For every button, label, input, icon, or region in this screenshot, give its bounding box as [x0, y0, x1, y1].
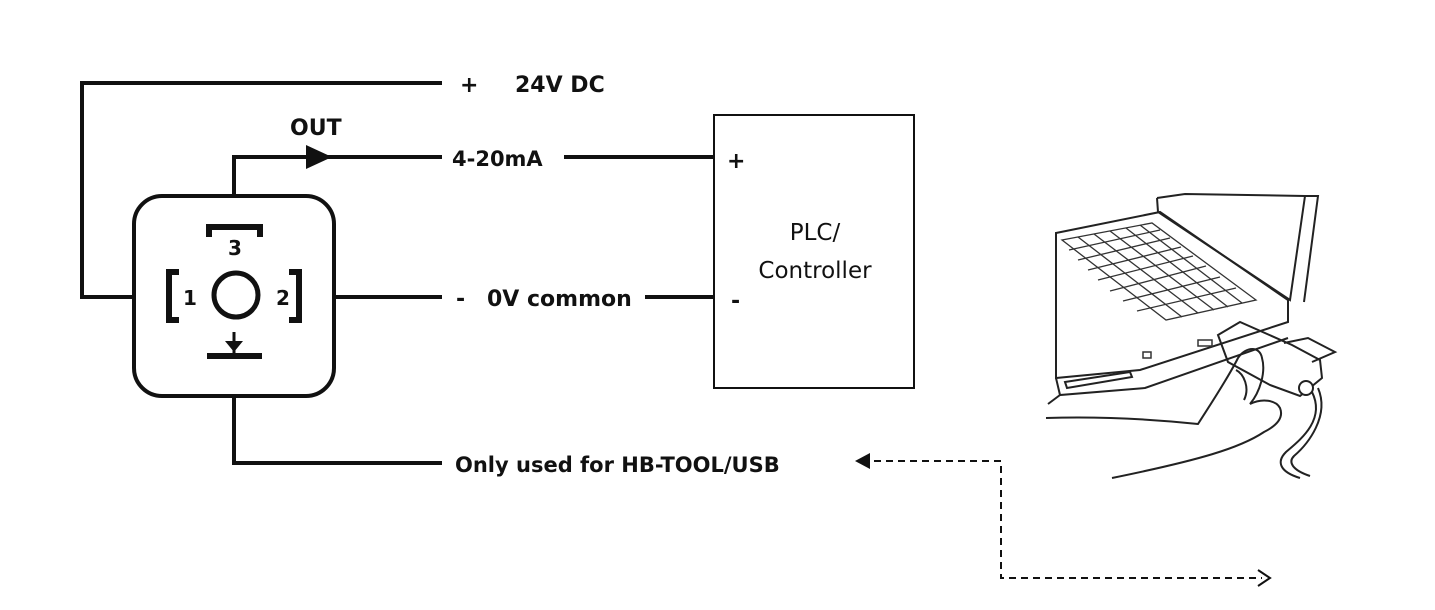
connector: 3 1 2 [132, 194, 336, 398]
center-pin [211, 270, 261, 320]
plc-label-line2: Controller [758, 258, 872, 284]
dashed-arrow-left-icon [855, 453, 870, 469]
bottom-pin-arrow-icon [225, 341, 243, 352]
supply-label: 24V DC [515, 73, 605, 98]
plc-rect [713, 114, 915, 389]
usb-plug-icon [1216, 320, 1338, 479]
pin1-label: 1 [183, 286, 197, 310]
usb-label: Only used for HB-TOOL/USB [455, 453, 780, 477]
plc-minus-terminal: - [731, 289, 740, 314]
output-label: OUT [290, 116, 342, 141]
laptop-icon [1047, 192, 1320, 405]
common-label: 0V common [487, 287, 632, 312]
pin3-bracket [206, 224, 263, 237]
dashed-link [855, 453, 1272, 587]
plc-plus-terminal: + [727, 149, 745, 174]
common-minus-sign: - [456, 287, 465, 312]
pin3-label: 3 [228, 236, 242, 260]
keyboard [1060, 222, 1258, 321]
plc-box: + - PLC/ Controller [713, 114, 915, 389]
usb-wire [232, 370, 442, 465]
output-signal-label: 4-20mA [452, 147, 543, 171]
output-wire [232, 155, 442, 212]
pin2-label: 2 [276, 286, 290, 310]
pin1-bracket [166, 269, 179, 323]
pin2-bracket [289, 269, 302, 323]
output-arrow-icon [306, 145, 332, 169]
supply-plus-sign: + [460, 73, 478, 98]
hand-icon [1045, 348, 1282, 479]
plc-label-line1: PLC/ [790, 220, 841, 246]
supply-wire [80, 81, 442, 299]
dashed-arrow-right-icon [1257, 569, 1272, 587]
